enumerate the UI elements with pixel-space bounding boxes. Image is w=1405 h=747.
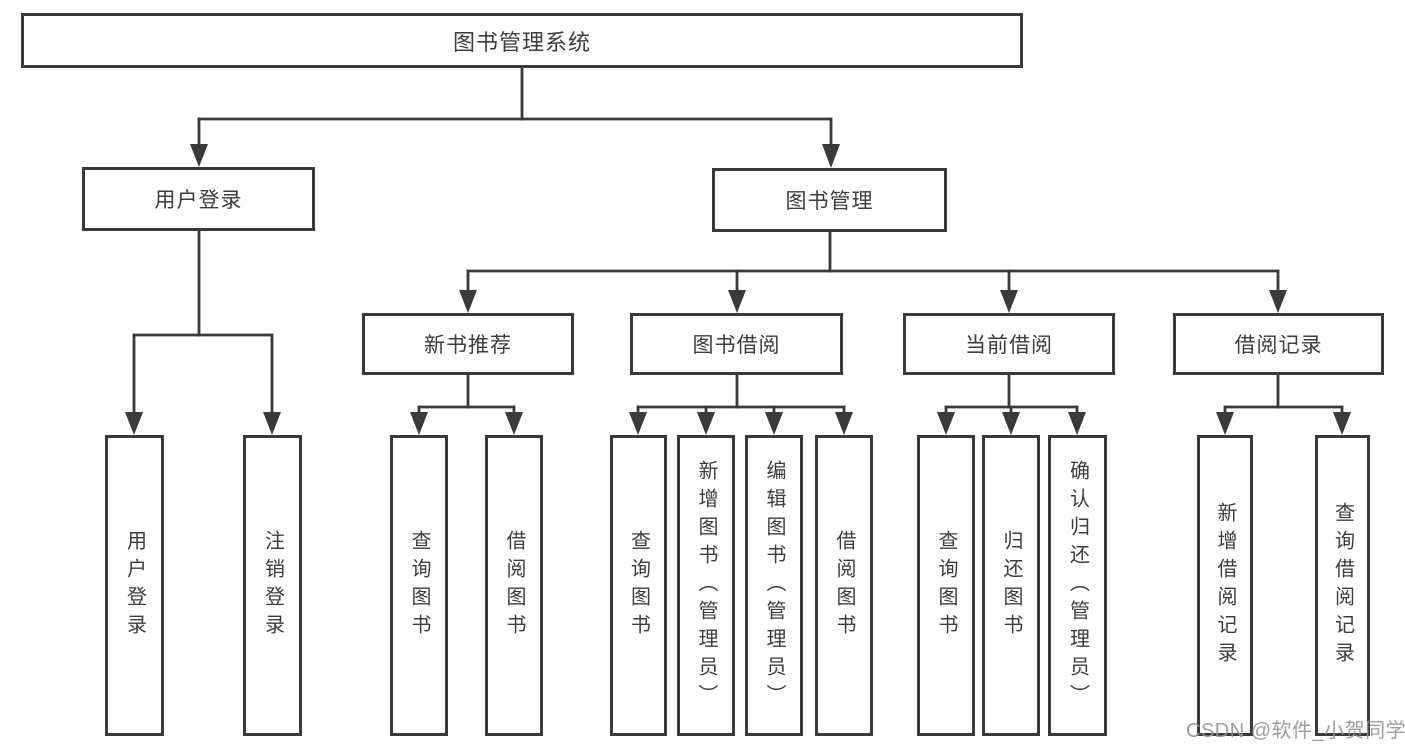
leaf-current-return-books: 归还图书	[982, 435, 1040, 736]
node-book-management: 图书管理	[712, 168, 947, 232]
node-book-management-label: 图书管理	[785, 190, 874, 213]
leaf-user-login-label: 用户登录	[123, 529, 146, 642]
leaf-current-query-books: 查询图书	[917, 435, 975, 736]
leaf-current-confirm-return-admin: 确认归还（管理员）	[1048, 435, 1107, 736]
leaf-borrow-add-books-admin-label: 新增图书（管理员）	[695, 459, 717, 712]
leaf-records-query-record: 查询借阅记录	[1315, 435, 1370, 736]
node-user-login: 用户登录	[82, 167, 315, 231]
node-root-label: 图书管理系统	[452, 29, 591, 55]
leaf-recommend-query-books: 查询图书	[390, 435, 448, 736]
leaf-recommend-borrow-books-label: 借阅图书	[503, 529, 525, 642]
arrowhead-leaf-user-login	[125, 412, 143, 435]
arrowhead-borrow-borrow	[835, 412, 853, 435]
arrowhead-borrow-query	[629, 412, 647, 435]
leaf-current-confirm-return-admin-label: 确认归还（管理员）	[1066, 459, 1089, 712]
arrowhead-rec-borrow	[505, 412, 523, 435]
leaf-borrow-edit-books-admin: 编辑图书（管理员）	[745, 435, 803, 736]
node-user-login-label: 用户登录	[154, 189, 243, 212]
node-borrow-records-label: 借阅记录	[1234, 334, 1323, 357]
node-borrow-records: 借阅记录	[1173, 313, 1384, 375]
leaf-borrow-edit-books-admin-label: 编辑图书（管理员）	[763, 459, 785, 712]
arrowhead-user-login	[190, 144, 208, 167]
arrowhead-new-book-recommend	[459, 290, 477, 313]
arrowhead-rec-query	[410, 412, 428, 435]
node-current-borrow: 当前借阅	[903, 313, 1115, 375]
leaf-records-query-record-label: 查询借阅记录	[1331, 501, 1354, 670]
leaf-records-add-record: 新增借阅记录	[1197, 435, 1253, 736]
node-book-borrow: 图书借阅	[630, 313, 843, 375]
arrowhead-borrow-add	[697, 412, 715, 435]
arrowhead-current-return	[1002, 412, 1020, 435]
leaf-logout-login-label: 注销登录	[261, 529, 284, 642]
leaf-borrow-borrow-books-label: 借阅图书	[833, 529, 855, 642]
leaf-borrow-borrow-books: 借阅图书	[815, 435, 873, 736]
leaf-current-return-books-label: 归还图书	[1000, 529, 1022, 642]
node-new-book-recommend-label: 新书推荐	[424, 334, 512, 357]
node-new-book-recommend: 新书推荐	[362, 313, 574, 375]
node-book-borrow-label: 图书借阅	[692, 334, 781, 357]
arrowhead-current-confirm	[1068, 412, 1086, 435]
leaf-recommend-query-books-label: 查询图书	[408, 529, 430, 642]
watermark-text: CSDN @软件_小贺同学	[1186, 720, 1405, 742]
arrowhead-book-borrow	[728, 290, 746, 313]
leaf-current-query-books-label: 查询图书	[935, 529, 957, 642]
leaf-borrow-query-books: 查询图书	[610, 435, 667, 736]
leaf-borrow-add-books-admin: 新增图书（管理员）	[677, 435, 735, 736]
node-root: 图书管理系统	[21, 13, 1023, 68]
arrowhead-current-borrow	[1000, 290, 1018, 313]
node-current-borrow-label: 当前借阅	[965, 334, 1053, 357]
leaf-logout-login: 注销登录	[243, 435, 302, 736]
leaf-recommend-borrow-books: 借阅图书	[485, 435, 543, 736]
leaf-user-login: 用户登录	[105, 435, 164, 736]
arrowhead-records-add	[1216, 412, 1234, 435]
arrowhead-borrow-edit	[765, 412, 783, 435]
arrowhead-leaf-logout	[263, 412, 281, 435]
arrowhead-current-query	[937, 412, 955, 435]
leaf-borrow-query-books-label: 查询图书	[627, 529, 650, 642]
arrowhead-records-query	[1333, 412, 1351, 435]
arrowheads	[125, 144, 1351, 435]
arrowhead-borrow-records	[1269, 290, 1287, 313]
arrowhead-book-management	[822, 144, 840, 168]
leaf-records-add-record-label: 新增借阅记录	[1214, 501, 1236, 670]
